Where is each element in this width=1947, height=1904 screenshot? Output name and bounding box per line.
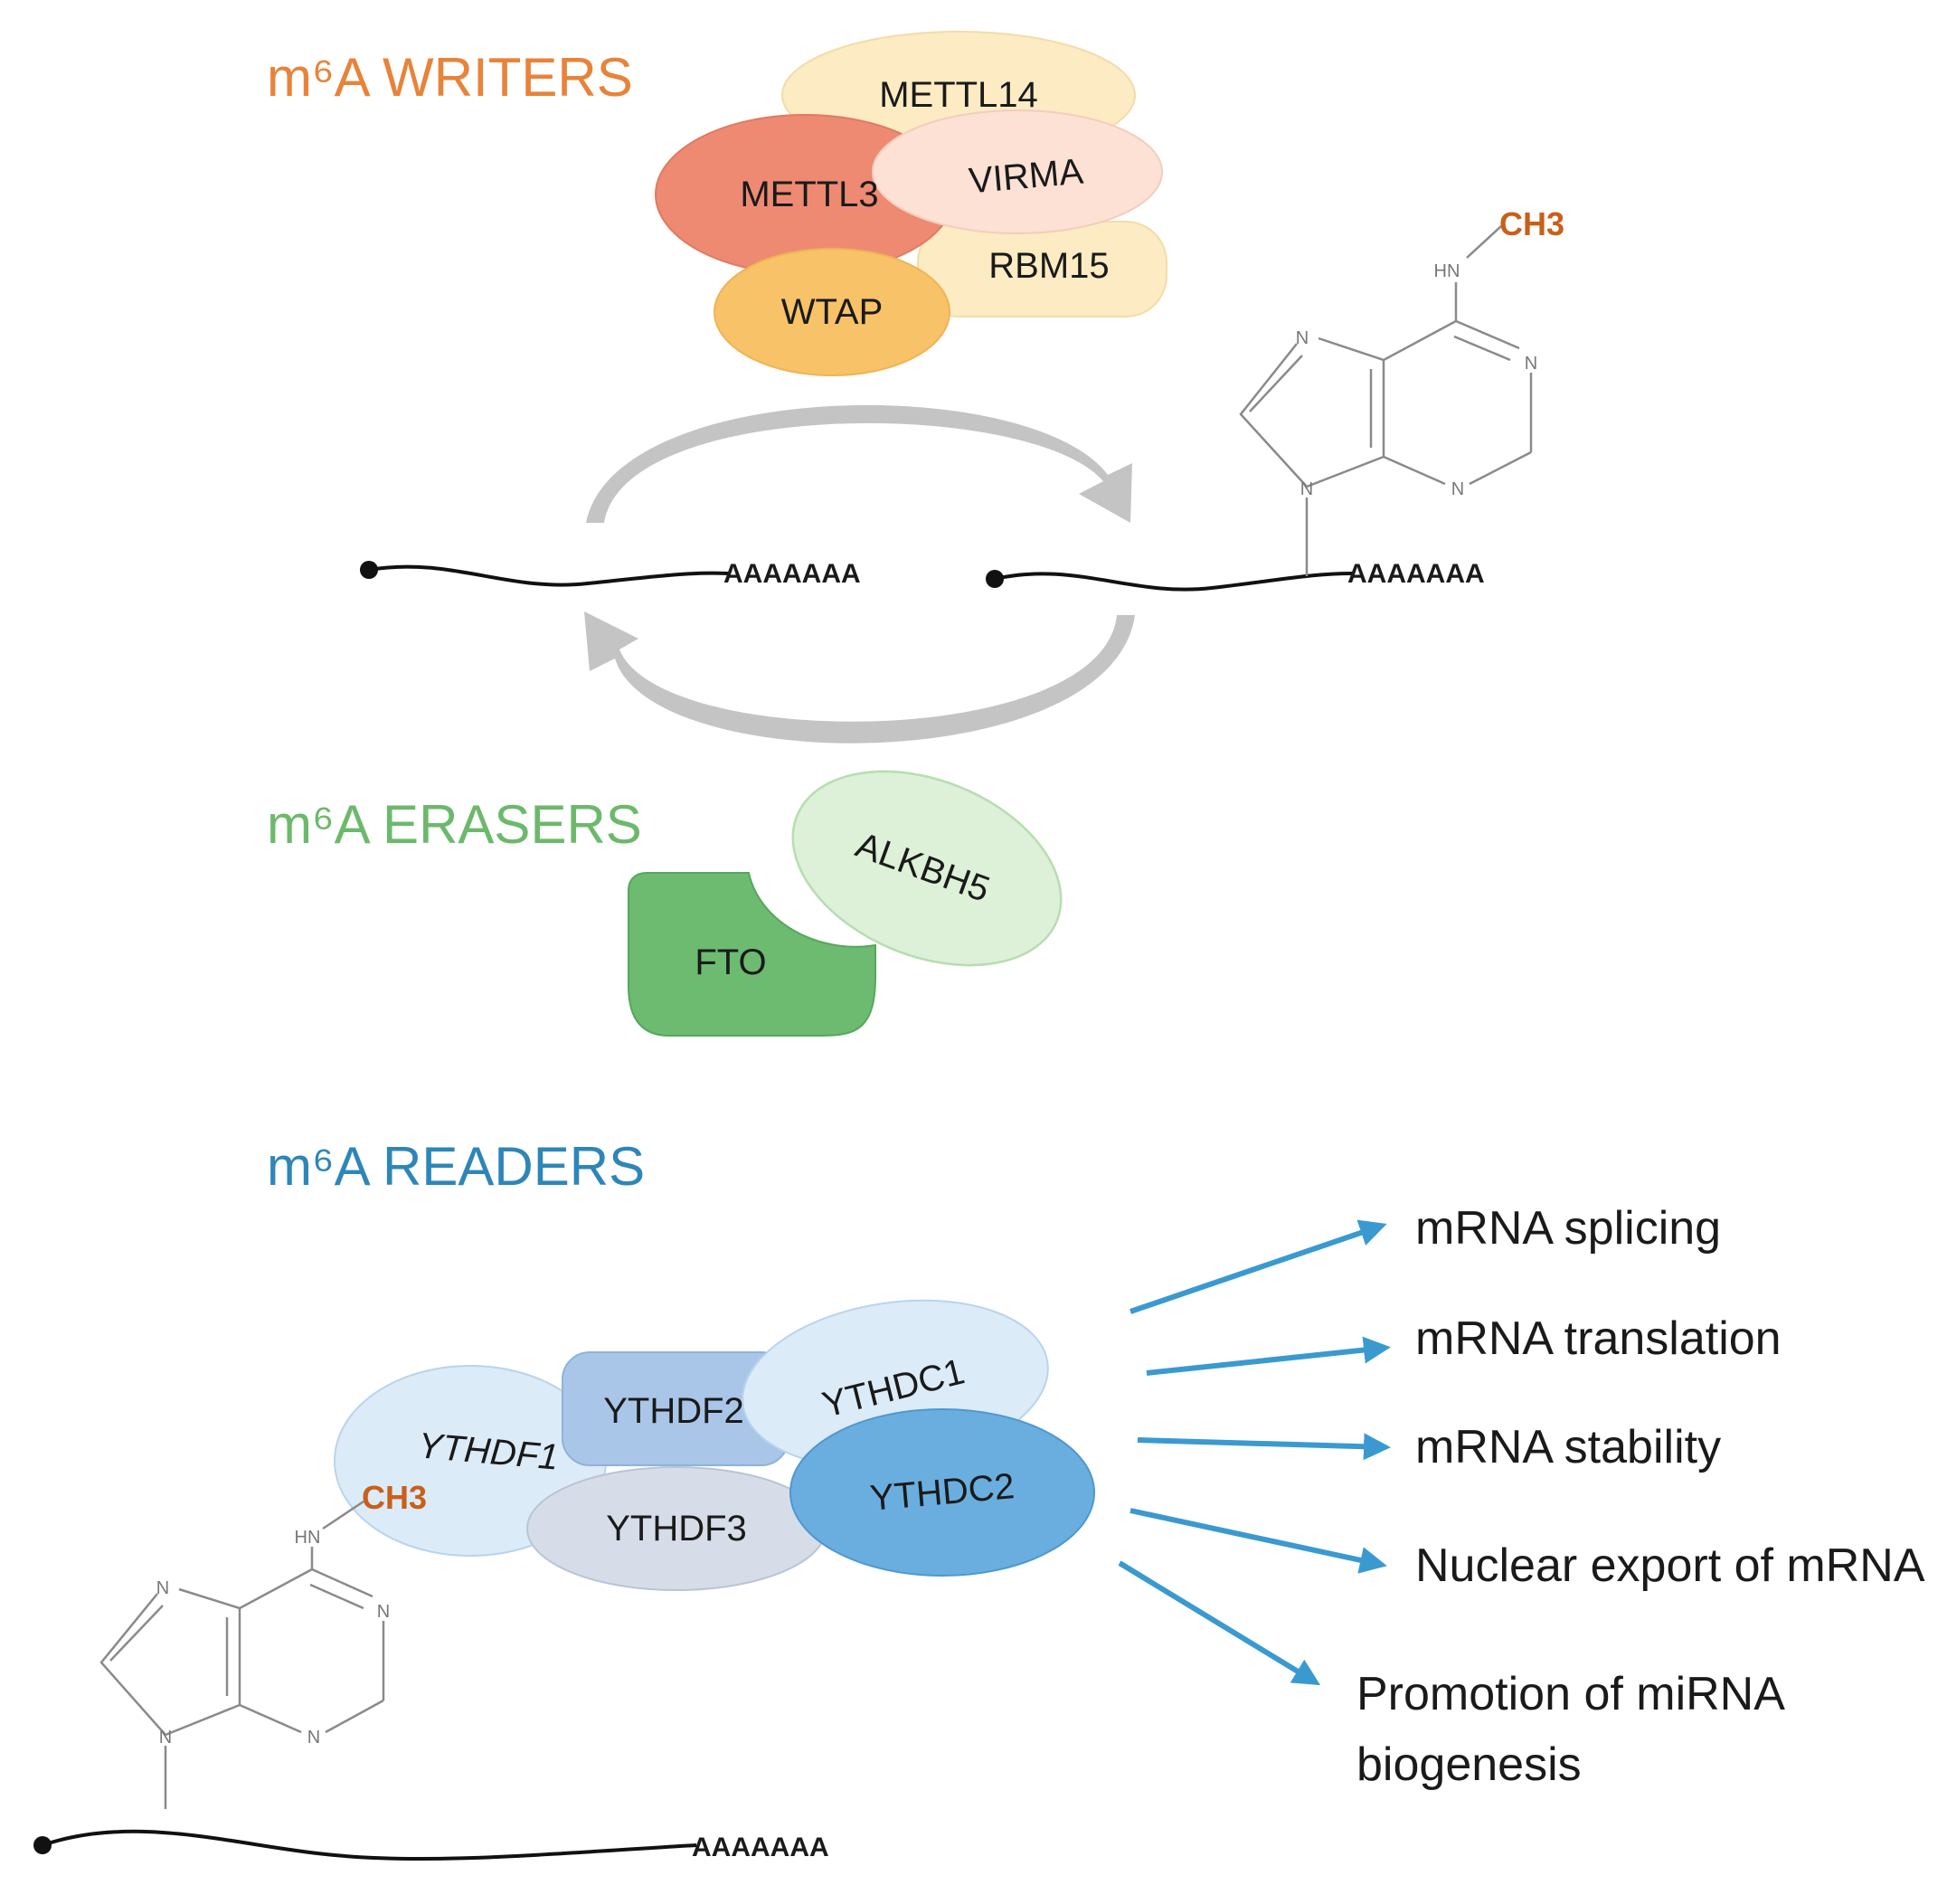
outcome-arrows bbox=[1118, 1219, 1391, 1686]
ythdf2-label: YTHDF2 bbox=[603, 1391, 744, 1431]
methylation-arrow bbox=[586, 404, 1132, 523]
outcome-mirna-line2: biogenesis bbox=[1356, 1738, 1582, 1791]
atom-hn: HN bbox=[1434, 261, 1460, 281]
fto-label: FTO bbox=[695, 943, 766, 982]
atom-n1-b: N bbox=[377, 1602, 390, 1622]
demethylation-arrow bbox=[584, 611, 1135, 744]
reader-bound-rna: AAAAAAA bbox=[33, 1829, 829, 1862]
rbm15-label: RBM15 bbox=[988, 246, 1109, 286]
methyl-group-bottom: CH3 bbox=[362, 1479, 427, 1516]
writer-complex: METTL14 METTL3 VIRMA RBM15 WTAP bbox=[655, 31, 1167, 376]
outcome-mirna-line1: Promotion of miRNA bbox=[1356, 1668, 1785, 1720]
ythdc2-shape bbox=[789, 1408, 1095, 1577]
reader-complex: YTHDF1 YTHDF2 YTHDF3 YTHDC1 YTHDC2 bbox=[334, 1299, 1095, 1591]
outcome-stability: mRNA stability bbox=[1415, 1421, 1721, 1473]
mettl14-label: METTL14 bbox=[879, 75, 1038, 115]
poly-a-tail-right: AAAAAAA bbox=[1347, 559, 1485, 589]
arrow-export bbox=[1129, 1508, 1387, 1574]
erasers-title: m⁶A ERASERS bbox=[267, 794, 642, 855]
atom-n7: N bbox=[1296, 328, 1309, 348]
arrow-mirna bbox=[1118, 1560, 1321, 1686]
outcome-list: mRNA splicing mRNA translation mRNA stab… bbox=[1356, 1202, 1925, 1791]
atom-n9: N bbox=[1300, 479, 1313, 499]
readers-title: m⁶A READERS bbox=[267, 1136, 645, 1197]
outcome-splicing: mRNA splicing bbox=[1415, 1202, 1721, 1255]
poly-a-tail-left: AAAAAAA bbox=[723, 559, 861, 589]
eraser-complex: FTO ALKBH5 bbox=[628, 770, 1063, 1037]
fto-shape bbox=[628, 872, 876, 1037]
writers-title: m⁶A WRITERS bbox=[267, 47, 633, 108]
wtap-label: WTAP bbox=[781, 292, 884, 332]
mettl3-label: METTL3 bbox=[740, 175, 878, 214]
ythdf3-label: YTHDF3 bbox=[606, 1509, 747, 1549]
atom-hn-b: HN bbox=[295, 1528, 321, 1548]
poly-a-tail-bottom: AAAAAAA bbox=[692, 1833, 829, 1862]
cycle-arrows bbox=[584, 404, 1135, 744]
outcome-translation: mRNA translation bbox=[1415, 1312, 1782, 1365]
virma-shape bbox=[872, 109, 1163, 234]
modified-rna: AAAAAAA bbox=[986, 559, 1485, 592]
m6a-molecule-bottom: N N N N HN CH3 bbox=[99, 1479, 427, 1809]
atom-n1: N bbox=[1525, 354, 1537, 374]
arrow-translation bbox=[1146, 1336, 1391, 1376]
m6a-molecule-top: N N N N HN CH3 bbox=[1239, 205, 1564, 576]
methyl-group-top: CH3 bbox=[1499, 205, 1564, 242]
arrow-splicing bbox=[1129, 1219, 1387, 1314]
outcome-export: Nuclear export of mRNA bbox=[1415, 1539, 1925, 1592]
atom-n9-b: N bbox=[159, 1728, 172, 1748]
atom-n3: N bbox=[1451, 479, 1464, 499]
alkbh5-shape bbox=[791, 770, 1063, 967]
wtap-shape bbox=[714, 248, 950, 376]
unmodified-rna: AAAAAAA bbox=[360, 559, 861, 589]
atom-n7-b: N bbox=[156, 1578, 169, 1598]
atom-n3-b: N bbox=[307, 1728, 320, 1748]
arrow-stability bbox=[1137, 1433, 1391, 1461]
